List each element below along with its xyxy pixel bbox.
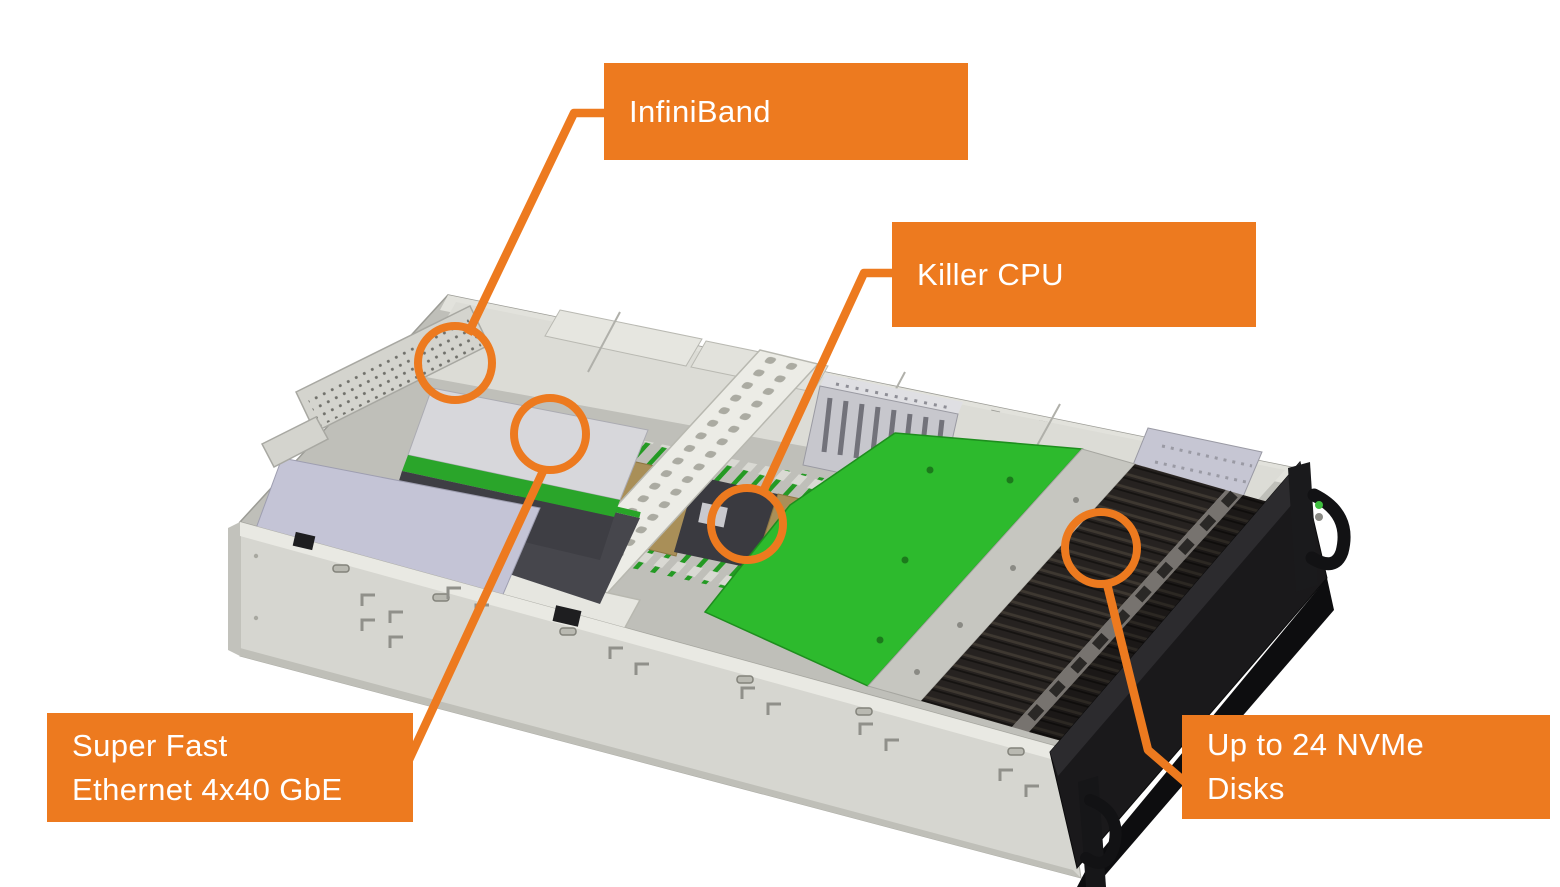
cpu-marker-circle xyxy=(707,484,787,564)
ethernet-label: Super Fast Ethernet 4x40 GbE xyxy=(47,713,413,822)
ethernet-label-text-line2: Ethernet 4x40 GbE xyxy=(72,771,343,807)
ethernet-label-text-line1: Super Fast xyxy=(72,727,228,763)
nvme-label-text-line1: Up to 24 NVMe xyxy=(1207,727,1425,762)
infiniband-marker-circle xyxy=(414,322,496,404)
nvme-label-text-line2: Disks xyxy=(1207,771,1285,806)
rack-handle-left xyxy=(1078,776,1122,887)
cpu-label: Killer CPU xyxy=(892,222,1256,327)
infiniband-label-text: InfiniBand xyxy=(629,93,771,129)
callout-markers xyxy=(404,108,1203,799)
front-wall xyxy=(228,521,1082,879)
front-panel xyxy=(1049,460,1351,887)
rack-handle-right xyxy=(1288,462,1351,592)
nvme-label: Up to 24 NVMe Disks xyxy=(1182,715,1550,819)
power-led xyxy=(1315,501,1323,509)
ethernet-callout-line xyxy=(404,465,549,764)
rear-slot-covers xyxy=(260,304,490,469)
ethernet-marker-circle xyxy=(510,394,590,474)
nvme-marker-circle xyxy=(1061,508,1141,588)
infiniband-label: InfiniBand xyxy=(604,63,968,160)
cpu-callout-line xyxy=(758,268,894,496)
cpu-label-text: Killer CPU xyxy=(917,256,1064,292)
infiniband-callout-line xyxy=(464,108,606,336)
